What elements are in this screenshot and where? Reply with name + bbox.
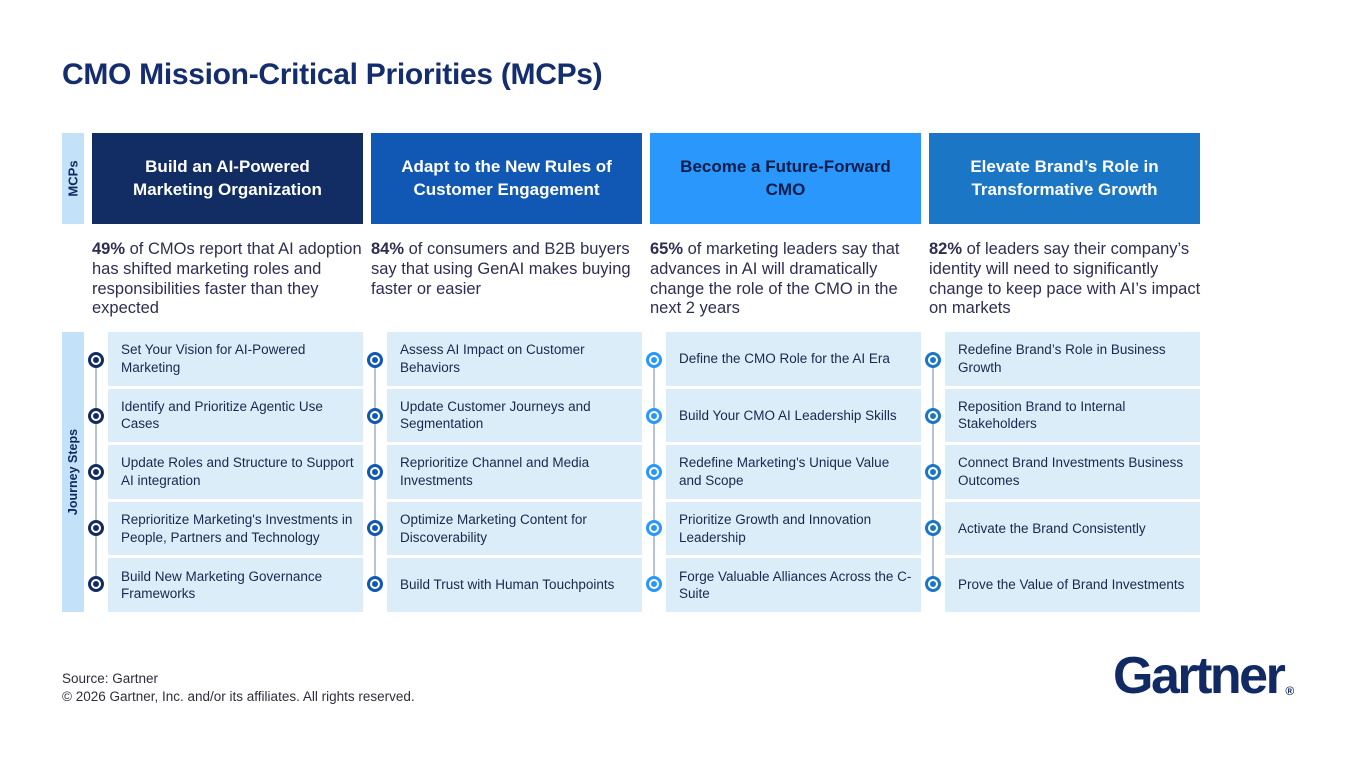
journey-step: Build New Marketing Governance Framework… [108,558,363,612]
stat-text: of CMOs report that AI adoption has shif… [92,240,362,318]
mcp-header-label: Adapt to the New Rules of Customer Engag… [401,157,612,199]
journey-step: Prove the Value of Brand Investments [945,558,1200,612]
journey-step: Define the CMO Role for the AI Era [666,332,921,386]
stat-text: of leaders say their company’s identity … [929,240,1201,318]
gartner-logo: Gartner ® [1113,647,1295,705]
step-bullet-icon [367,520,383,536]
journey-rail-col1 [88,332,104,612]
mcps-axis-label: MCPs [65,160,81,197]
journey-steps-card-col2: Assess AI Impact on Customer Behaviors U… [387,332,642,612]
mcp-header-build-ai-org: Build an AI-Powered Marketing Organizati… [92,133,363,224]
journey-step: Reprioritize Marketing's Investments in … [108,501,363,556]
journey-steps-card-col4: Redefine Brand’s Role in Business Growth… [945,332,1200,612]
mcp-header-label: Become a Future-Forward CMO [680,157,891,199]
step-bullet-icon [646,408,662,424]
journey-step-label: Forge Valuable Alliances Across the C-Su… [679,568,912,602]
gartner-logo-wordmark: Gartner [1113,647,1286,705]
stat-percent: 84% [371,240,405,258]
journey-step: Connect Brand Investments Business Outco… [945,445,1200,499]
step-bullet-icon [925,576,941,592]
journey-steps-card-col1: Set Your Vision for AI-Powered Marketing… [108,332,363,612]
step-bullet-icon [646,520,662,536]
journey-step-label: Set Your Vision for AI-Powered Marketing [121,342,306,375]
journey-step: Assess AI Impact on Customer Behaviors [387,332,642,386]
journey-step-label: Optimize Marketing Content for Discovera… [400,512,587,545]
mcp-header-customer-engagement: Adapt to the New Rules of Customer Engag… [371,133,642,224]
journey-steps-card-col3: Define the CMO Role for the AI Era Build… [666,332,921,612]
mcp-header-future-forward-cmo: Become a Future-Forward CMO [650,133,921,224]
journey-step: Build Your CMO AI Leadership Skills [666,388,921,443]
journey-step-label: Activate the Brand Consistently [958,520,1146,536]
mcps-axis-strip: MCPs [62,133,84,224]
stat-cmo-role-change: 65% of marketing leaders say that advanc… [650,240,922,319]
step-bullet-icon [367,576,383,592]
step-bullet-icon [88,464,104,480]
journey-step: Forge Valuable Alliances Across the C-Su… [666,558,921,612]
source-note: Source: Gartner [62,671,159,686]
journey-step-label: Identify and Prioritize Agentic Use Case… [121,398,323,432]
journey-step-label: Prove the Value of Brand Investments [958,577,1185,593]
journey-step-label: Build New Marketing Governance Framework… [121,568,323,602]
journey-rail-col4 [925,332,941,612]
step-bullet-icon [367,352,383,368]
journey-step: Set Your Vision for AI-Powered Marketing [108,332,363,386]
step-bullet-icon [367,408,383,424]
journey-step-label: Build Your CMO AI Leadership Skills [679,407,897,423]
stat-text: of consumers and B2B buyers say that usi… [371,240,631,298]
mcp-header-label: Build an AI-Powered Marketing Organizati… [133,157,322,199]
journey-step: Reposition Brand to Internal Stakeholder… [945,388,1200,443]
page-title: CMO Mission-Critical Priorities (MCPs) [62,58,603,91]
journey-step-label: Build Trust with Human Touchpoints [400,577,615,593]
journey-step: Update Roles and Structure to Support AI… [108,445,363,499]
journey-step: Prioritize Growth and Innovation Leaders… [666,501,921,556]
journey-step: Reprioritize Channel and Media Investmen… [387,445,642,499]
journey-steps-axis-strip: Journey Steps [62,332,84,612]
stat-text: of marketing leaders say that advances i… [650,240,900,318]
journey-step: Build Trust with Human Touchpoints [387,558,642,612]
journey-step: Identify and Prioritize Agentic Use Case… [108,388,363,443]
journey-step-label: Update Roles and Structure to Support AI… [121,455,354,488]
journey-step-label: Reprioritize Marketing's Investments in … [121,512,353,545]
journey-step: Activate the Brand Consistently [945,501,1200,556]
stat-percent: 65% [650,240,684,258]
journey-steps-axis-label: Journey Steps [66,428,81,516]
stat-percent: 49% [92,240,126,258]
footer: Source: Gartner © 2026 Gartner, Inc. and… [62,670,415,706]
journey-step-label: Assess AI Impact on Customer Behaviors [400,342,585,375]
journey-step-label: Define the CMO Role for the AI Era [679,351,890,367]
journey-step: Redefine Brand’s Role in Business Growth [945,332,1200,386]
step-bullet-icon [88,408,104,424]
step-bullet-icon [925,408,941,424]
journey-step-label: Connect Brand Investments Business Outco… [958,455,1184,488]
journey-rail-col3 [646,332,662,612]
mcp-header-label: Elevate Brand’s Role in Transformative G… [970,157,1159,199]
copyright-note: © 2026 Gartner, Inc. and/or its affiliat… [62,689,415,705]
stat-ai-adoption: 49% of CMOs report that AI adoption has … [92,240,364,319]
step-bullet-icon [88,576,104,592]
journey-step-label: Update Customer Journeys and Segmentatio… [400,398,591,432]
journey-step-label: Redefine Marketing's Unique Value and Sc… [679,455,890,488]
step-bullet-icon [646,352,662,368]
step-bullet-icon [88,352,104,368]
journey-step-label: Reposition Brand to Internal Stakeholder… [958,398,1126,432]
step-bullet-icon [646,576,662,592]
step-bullet-icon [367,464,383,480]
journey-step: Update Customer Journeys and Segmentatio… [387,388,642,443]
journey-step-label: Prioritize Growth and Innovation Leaders… [679,512,872,545]
step-bullet-icon [88,520,104,536]
step-bullet-icon [925,520,941,536]
step-bullet-icon [925,352,941,368]
registered-trademark-icon: ® [1285,684,1295,699]
stat-genai-buying: 84% of consumers and B2B buyers say that… [371,240,643,299]
mcp-header-brand-growth: Elevate Brand’s Role in Transformative G… [929,133,1200,224]
stat-company-identity: 82% of leaders say their company’s ident… [929,240,1201,319]
step-bullet-icon [925,464,941,480]
journey-step-label: Reprioritize Channel and Media Investmen… [400,455,590,488]
journey-step: Redefine Marketing's Unique Value and Sc… [666,445,921,499]
journey-rail-col2 [367,332,383,612]
step-bullet-icon [646,464,662,480]
journey-step: Optimize Marketing Content for Discovera… [387,501,642,556]
stat-percent: 82% [929,240,963,258]
journey-step-label: Redefine Brand’s Role in Business Growth [958,342,1166,375]
